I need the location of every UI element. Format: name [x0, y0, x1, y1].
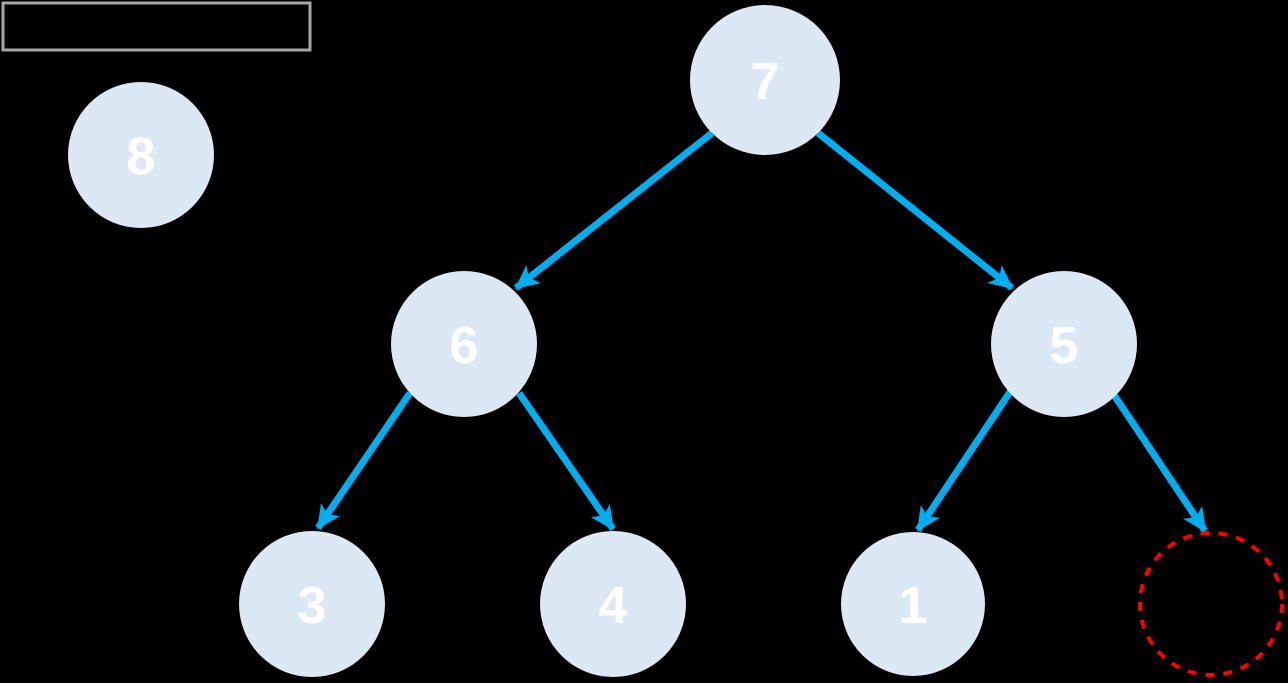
edges-layer [315, 130, 1208, 533]
node-value-label: 3 [298, 577, 327, 635]
tree-node-5[interactable]: 5 [991, 271, 1137, 417]
tree-node-8[interactable]: 8 [68, 82, 214, 228]
nodes-layer: 8 7 6 5 3 4 1 [68, 5, 1284, 677]
tree-node-1[interactable]: 1 [841, 532, 985, 676]
node-circle[interactable] [391, 271, 537, 417]
tree-node-7[interactable]: 7 [690, 5, 840, 155]
edge-6-to-3 [315, 391, 413, 530]
node-circle[interactable] [239, 531, 385, 677]
node-circle[interactable] [690, 5, 840, 155]
placeholder-circle-outline[interactable] [1138, 531, 1284, 677]
legend-panel [1, 1, 312, 52]
edge-7-to-6 [513, 130, 715, 291]
edge-5-to-1 [915, 390, 1013, 532]
node-circle[interactable] [841, 532, 985, 676]
node-value-label: 4 [599, 577, 628, 635]
tree-node-6[interactable]: 6 [391, 271, 537, 417]
edge-6-to-4 [516, 391, 616, 531]
node-value-label: 7 [751, 53, 780, 111]
node-value-label: 1 [899, 577, 928, 635]
node-value-label: 6 [450, 317, 479, 375]
tree-node-4[interactable]: 4 [540, 531, 686, 677]
node-value-label: 8 [127, 128, 156, 186]
tree-node-3[interactable]: 3 [239, 531, 385, 677]
node-circle[interactable] [540, 531, 686, 677]
node-circle[interactable] [991, 271, 1137, 417]
edge-5-to-placeholder [1109, 390, 1208, 533]
edge-7-to-5 [815, 130, 1015, 291]
node-value-label: 5 [1050, 317, 1079, 375]
node-circle[interactable] [68, 82, 214, 228]
tree-node-placeholder[interactable] [1138, 531, 1284, 677]
